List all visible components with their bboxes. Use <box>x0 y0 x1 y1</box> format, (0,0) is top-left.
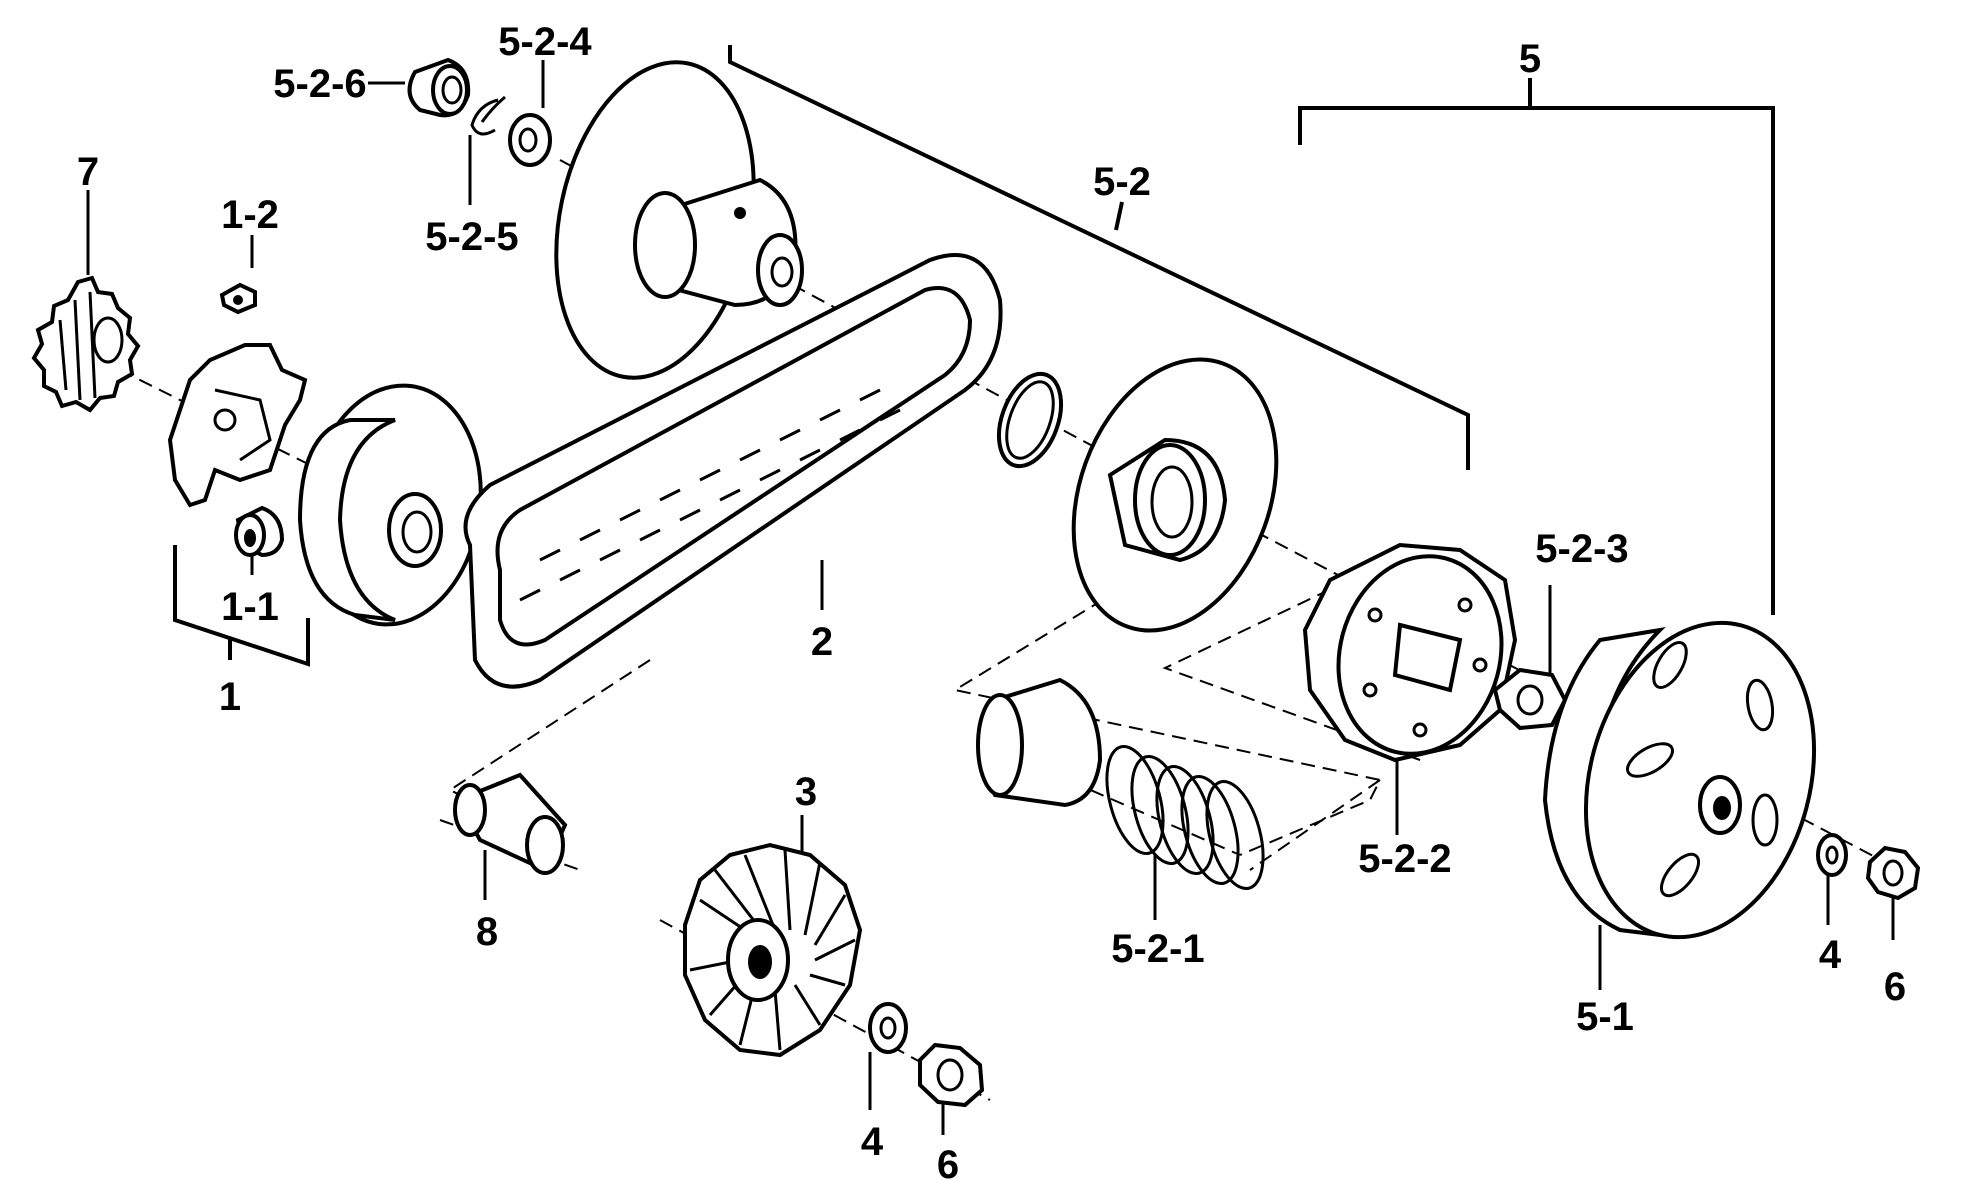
bracket-lines <box>173 45 1775 667</box>
part-2-belt <box>463 253 1003 689</box>
part-5-2-1-spring <box>1105 744 1265 891</box>
label-5-2-6: 5-2-6 <box>273 62 366 106</box>
part-movable-drive-face <box>297 383 483 627</box>
part-1-2-roller <box>219 282 257 315</box>
part-5-1-clutch-outer <box>1542 620 1817 940</box>
label-5: 5 <box>1519 37 1541 81</box>
label-7: 7 <box>77 150 99 194</box>
part-o-ring <box>996 371 1064 469</box>
label-2: 2 <box>811 620 833 664</box>
part-driven-pulley-face <box>554 60 804 380</box>
label-8: 8 <box>476 910 498 954</box>
part-driven-face-lower <box>1071 357 1279 633</box>
callout-labels: 5 5-2 5-2-4 5-2-6 5-2-5 7 1-2 1-1 1 2 8 … <box>77 20 1906 1181</box>
label-1-1: 1-1 <box>221 585 279 629</box>
part-5-2-2-clutch <box>1302 542 1518 763</box>
part-7-gear <box>31 275 141 413</box>
label-1: 1 <box>219 675 241 719</box>
label-3: 3 <box>795 770 817 814</box>
label-6-right: 6 <box>1884 965 1906 1009</box>
part-5-2-3-nut <box>1492 667 1568 731</box>
label-1-2: 1-2 <box>221 193 279 237</box>
part-3-fan <box>683 842 863 1058</box>
part-1-1-roller <box>234 505 285 558</box>
part-6-nut-right <box>1865 845 1921 901</box>
label-5-2-3: 5-2-3 <box>1535 527 1628 571</box>
label-5-2-1: 5-2-1 <box>1111 927 1204 971</box>
label-4-right: 4 <box>1819 933 1842 977</box>
label-5-2: 5-2 <box>1093 160 1151 204</box>
label-5-2-4: 5-2-4 <box>498 20 592 64</box>
part-5-2-4-washer <box>508 113 552 167</box>
part-5-2-5-circlip <box>470 95 506 136</box>
label-5-2-2: 5-2-2 <box>1358 837 1451 881</box>
label-5-2-5: 5-2-5 <box>425 215 518 259</box>
part-5-2-6-bearing <box>407 57 471 118</box>
label-4-lower: 4 <box>861 1120 884 1164</box>
label-5-1: 5-1 <box>1576 995 1634 1039</box>
part-8-collar <box>453 772 568 875</box>
label-6-lower: 6 <box>937 1143 959 1181</box>
part-4-washer-right <box>1816 833 1848 877</box>
part-6-nut-lower <box>918 1042 985 1108</box>
part-4-washer-lower <box>868 1002 908 1054</box>
part-spring-seat <box>976 677 1103 808</box>
part-1-ramp-plate <box>167 343 308 508</box>
